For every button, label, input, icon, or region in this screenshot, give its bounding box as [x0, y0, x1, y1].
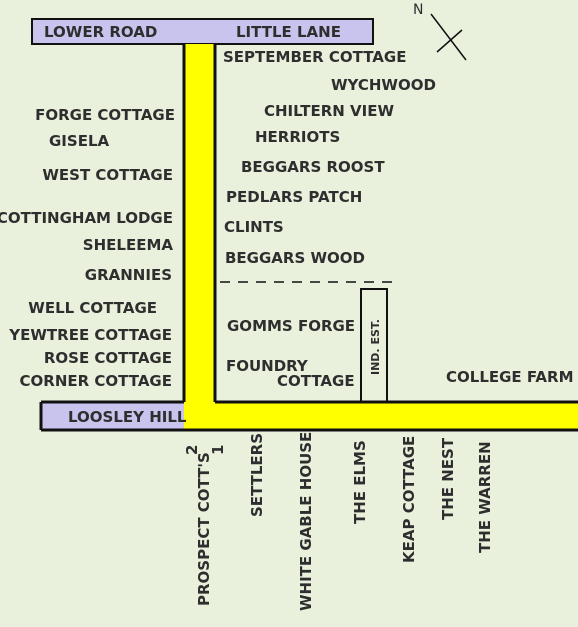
gomms-forge: GOMMS FORGE	[227, 317, 356, 335]
beggars-wood: BEGGARS WOOD	[225, 249, 365, 267]
compass-line-b	[436, 29, 463, 53]
yewtree-cottage: YEWTREE COTTAGE	[9, 326, 172, 344]
prospect-cotts: PROSPECT COTT'S	[195, 452, 213, 606]
main-road-vertical	[184, 44, 215, 404]
foundry-cottage-line1: FOUNDRY	[226, 357, 308, 375]
sheleema: SHELEEMA	[82, 236, 173, 254]
compass-line-a	[430, 13, 467, 61]
corner-cottage: CORNER COTTAGE	[19, 372, 172, 390]
forge-cottage: FORGE COTTAGE	[35, 106, 175, 124]
pedlars-patch: PEDLARS PATCH	[226, 188, 363, 206]
loosley-hill-label: LOOSLEY HILL	[68, 408, 187, 426]
well-cottage: WELL COTTAGE	[28, 299, 157, 317]
rose-cottage: ROSE COTTAGE	[43, 349, 172, 367]
foundry-cottage-line2: COTTAGE	[277, 372, 355, 390]
grannies: GRANNIES	[84, 266, 172, 284]
cottingham-lodge: COTTINGHAM LODGE	[0, 209, 173, 227]
settlers: SETTLERS	[248, 432, 266, 517]
little-lane-label: LITTLE LANE	[236, 23, 341, 41]
the-warren: THE WARREN	[476, 441, 494, 553]
herriots: HERRIOTS	[255, 128, 341, 146]
loosley-hill-bar	[41, 402, 184, 430]
bottom-road-yellow	[184, 402, 578, 430]
keap-cottage: KEAP COTTAGE	[400, 435, 418, 563]
gisela: GISELA	[49, 132, 110, 150]
the-nest: THE NEST	[439, 437, 457, 520]
white-gable-house: WHITE GABLE HOUSE	[297, 431, 315, 611]
september-cottage: SEPTEMBER COTTAGE	[223, 48, 407, 66]
ind-est-label: IND. EST.	[369, 319, 382, 375]
west-cottage: WEST COTTAGE	[42, 166, 173, 184]
compass-north-label: N	[413, 2, 424, 18]
college-farm: COLLEGE FARM	[446, 368, 574, 386]
chiltern-view: CHILTERN VIEW	[264, 102, 395, 120]
wychwood: WYCHWOOD	[331, 76, 436, 94]
ind-est-box	[360, 288, 388, 403]
the-elms: THE ELMS	[351, 440, 369, 524]
clints: CLINTS	[224, 218, 284, 236]
beggars-roost: BEGGARS ROOST	[241, 158, 385, 176]
lower-road-label: LOWER ROAD	[44, 23, 158, 41]
